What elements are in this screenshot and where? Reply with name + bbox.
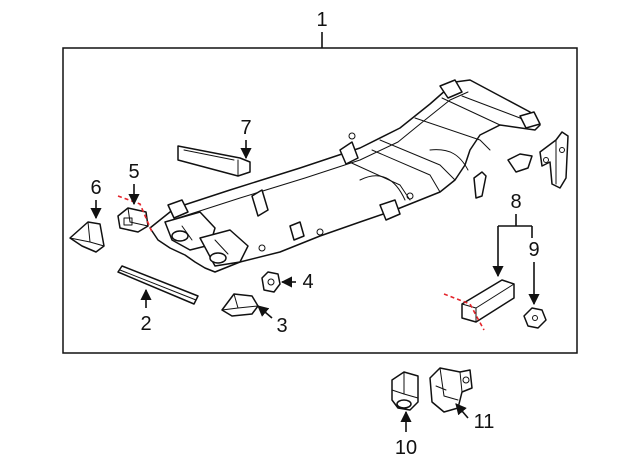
callout-6: 6 — [90, 177, 101, 199]
rear-brackets — [473, 131, 569, 199]
callout-2: 2 — [140, 313, 151, 335]
frame-rail-assembly — [149, 79, 541, 273]
part-10-bracket — [391, 371, 419, 411]
part-4-mount — [261, 271, 281, 293]
part-11-bracket — [429, 367, 473, 413]
part-7-bracket — [177, 145, 251, 177]
part-2-crossmember — [117, 265, 199, 305]
assembly-box — [62, 47, 578, 354]
part-5-mount — [117, 195, 153, 233]
callout-3-leader — [257, 305, 273, 319]
callout-10: 10 — [395, 437, 417, 459]
part-8-rail-section — [443, 279, 515, 331]
callout-9: 9 — [528, 239, 539, 261]
callout-4: 4 — [302, 271, 313, 293]
callout-7: 7 — [240, 117, 251, 139]
part-6-bracket — [69, 221, 105, 253]
part-9-mount — [523, 307, 547, 329]
callout-5: 5 — [128, 161, 139, 183]
callout-1: 1 — [316, 9, 327, 31]
callout-8-leader — [498, 214, 532, 227]
callout-11: 11 — [474, 411, 495, 433]
callout-11-leader — [455, 403, 469, 419]
part-3-bracket — [221, 293, 259, 317]
callout-8: 8 — [510, 191, 521, 213]
callout-3: 3 — [276, 315, 287, 337]
